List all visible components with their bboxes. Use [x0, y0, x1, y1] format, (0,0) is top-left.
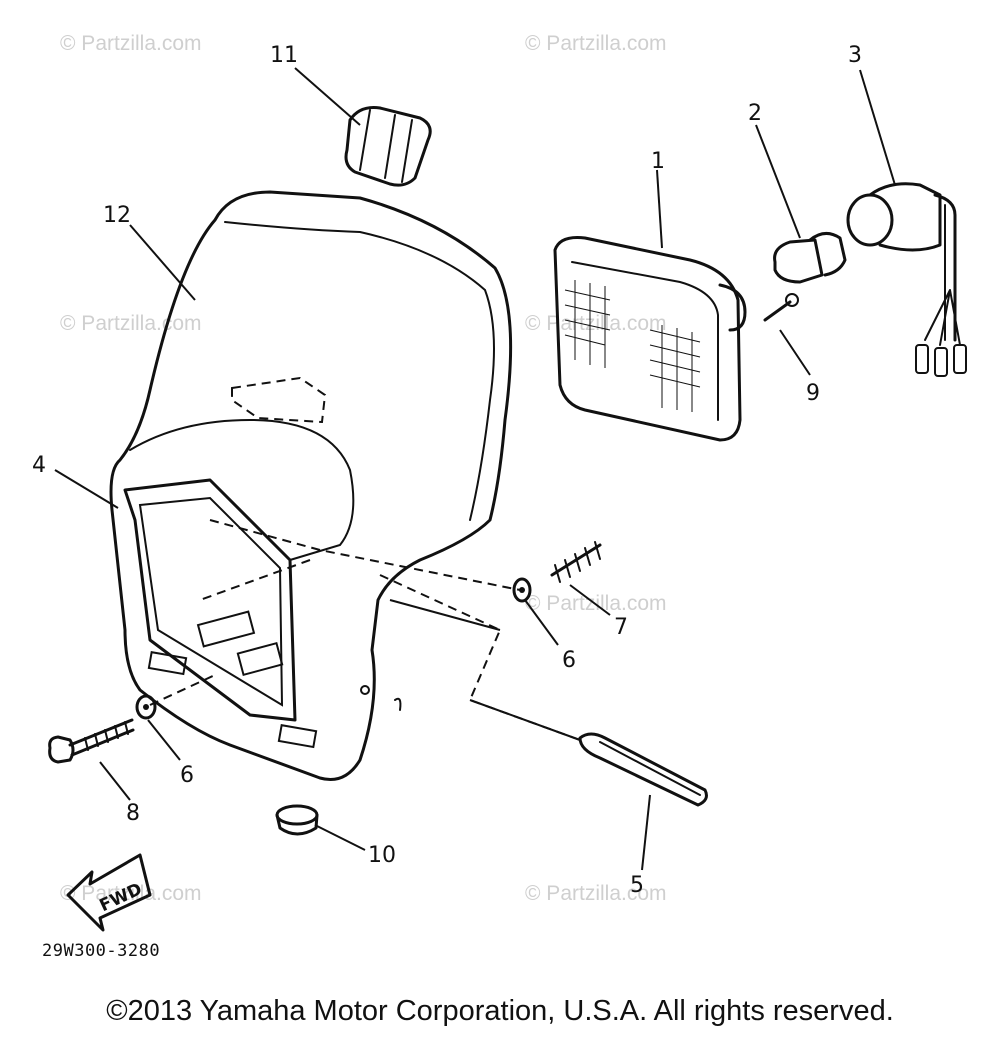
part-8-bolt[interactable] — [48, 718, 135, 764]
callout-3: 3 — [848, 43, 862, 68]
callout-12: 12 — [103, 203, 131, 228]
callout-8: 8 — [126, 801, 140, 826]
assembly-lines — [149, 519, 581, 741]
leader-lines — [54, 67, 896, 871]
part-1-headlight-unit[interactable] — [553, 236, 747, 442]
part-2-bulb[interactable] — [773, 232, 847, 284]
watermarks: © Partzilla.com © Partzilla.com © Partzi… — [60, 32, 667, 905]
callout-labels: 11 12 1 2 3 4 9 6 7 6 8 10 5 — [32, 43, 862, 898]
callout-5: 5 — [630, 873, 644, 898]
part-10-grommet[interactable] — [275, 804, 319, 836]
watermark: © Partzilla.com — [525, 312, 667, 335]
part-3-socket[interactable] — [846, 182, 967, 377]
part-6-washer-right[interactable] — [512, 577, 532, 603]
watermark: © Partzilla.com — [525, 882, 667, 905]
callout-1: 1 — [651, 149, 665, 174]
callout-2: 2 — [748, 101, 762, 126]
watermark: © Partzilla.com — [60, 882, 202, 905]
callout-6: 6 — [562, 648, 576, 673]
callout-4: 4 — [32, 453, 46, 478]
part-6-washer-left[interactable] — [135, 694, 157, 720]
callout-10: 10 — [368, 843, 396, 868]
watermark: © Partzilla.com — [60, 32, 202, 55]
part-9-screw[interactable] — [763, 293, 799, 322]
part-11-cap[interactable] — [344, 106, 432, 187]
part-7-spring[interactable] — [550, 541, 602, 583]
callout-6: 6 — [180, 763, 194, 788]
watermark: © Partzilla.com — [60, 312, 202, 335]
callout-7: 7 — [614, 615, 628, 640]
part-5-cover[interactable] — [578, 732, 708, 807]
copyright-notice: ©2013 Yamaha Motor Corporation, U.S.A. A… — [106, 995, 894, 1027]
callout-9: 9 — [806, 381, 820, 406]
lens-pattern — [564, 280, 701, 412]
callout-11: 11 — [270, 43, 298, 68]
part-4-headlight-cowl[interactable] — [109, 190, 513, 781]
watermark: © Partzilla.com — [525, 32, 667, 55]
drawing-code: 29W300-3280 — [42, 941, 160, 961]
